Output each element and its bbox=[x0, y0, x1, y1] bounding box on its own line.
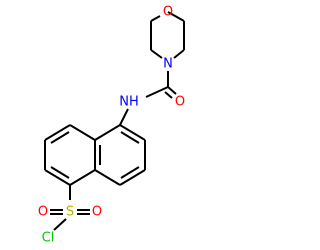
urea-linker bbox=[145, 71, 177, 99]
bond bbox=[50, 166, 70, 179]
atom-o-sulfonyl-left: O bbox=[38, 205, 48, 220]
atom-s: S bbox=[66, 205, 74, 220]
molecule-drawing: O N O NH S O O Cl bbox=[38, 5, 185, 246]
sulfonyl-chloride bbox=[50, 185, 90, 231]
bond bbox=[150, 15, 161, 22]
atom-o-ring: O bbox=[163, 5, 173, 20]
bond bbox=[94, 124, 121, 141]
bond bbox=[50, 131, 70, 144]
bond bbox=[119, 169, 146, 186]
bond bbox=[69, 124, 96, 141]
atom-nh: NH bbox=[119, 95, 139, 110]
bond bbox=[44, 124, 71, 141]
atom-o-sulfonyl-right: O bbox=[92, 205, 102, 220]
naphthalene bbox=[44, 124, 146, 186]
bond bbox=[69, 169, 96, 186]
bond bbox=[44, 169, 71, 186]
atom-n-ring: N bbox=[163, 57, 173, 72]
bond bbox=[173, 49, 185, 59]
bond bbox=[150, 49, 163, 59]
bond bbox=[120, 166, 140, 179]
atom-o-carbonyl: O bbox=[175, 95, 185, 110]
bond bbox=[120, 131, 140, 144]
bond bbox=[119, 108, 129, 126]
morpholine-ring bbox=[150, 11, 185, 59]
bond bbox=[94, 169, 121, 186]
bond bbox=[53, 218, 67, 231]
bond bbox=[167, 86, 177, 95]
structure-svg: O N O NH S O O Cl bbox=[38, 5, 185, 246]
bond bbox=[145, 86, 169, 98]
bond bbox=[164, 91, 173, 99]
bond bbox=[167, 11, 185, 22]
atom-cl: Cl bbox=[42, 231, 55, 246]
bond bbox=[119, 124, 146, 141]
